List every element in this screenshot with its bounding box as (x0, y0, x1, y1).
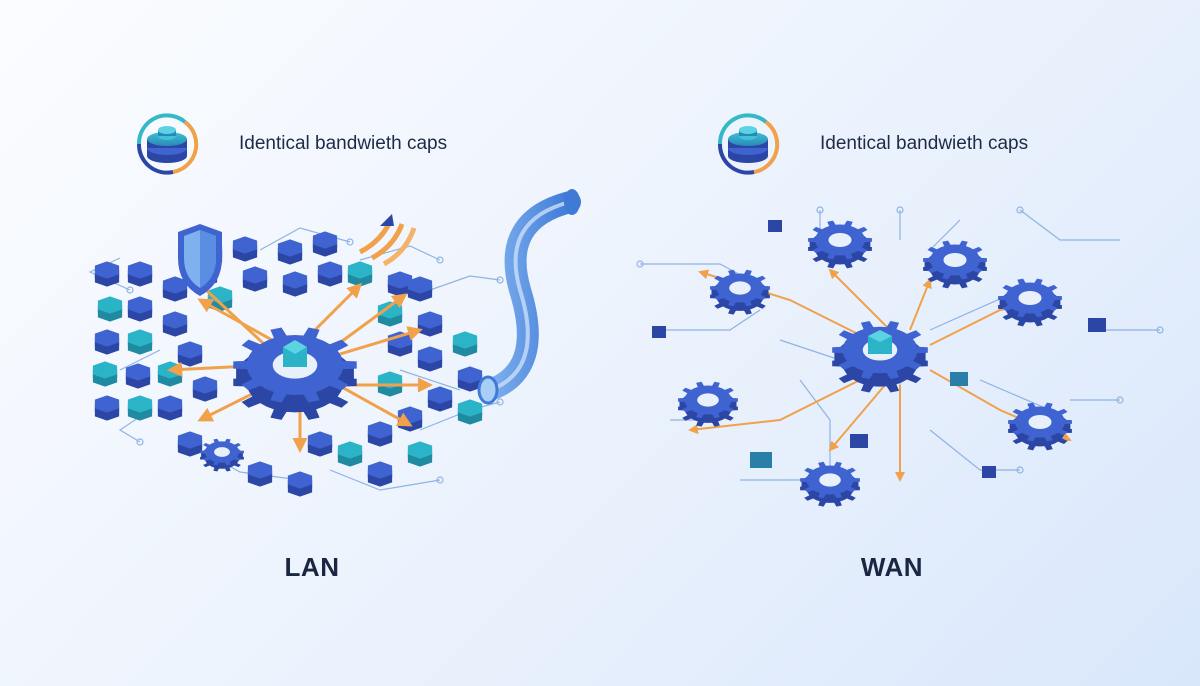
lan-hex-node (337, 441, 363, 467)
lan-hex-node (317, 261, 343, 287)
lan-small-gear (200, 438, 244, 472)
wan-gear-nodes (678, 220, 1072, 507)
lan-small-gear-body (200, 438, 244, 472)
lan-hex-node (162, 276, 188, 302)
wan-small-cubes (652, 220, 1106, 478)
lan-hex-node (282, 271, 308, 297)
lan-hex-node (387, 331, 413, 357)
wan-panel: Identical bandwieth caps (600, 0, 1200, 686)
wan-gear-node (800, 461, 860, 507)
stacked-disk-icon (135, 112, 219, 176)
lan-hex-node (407, 276, 433, 302)
lan-hex-node (452, 331, 478, 357)
lan-hex-node (367, 461, 393, 487)
lan-hex-node (162, 311, 188, 337)
wan-caption-text: Identical bandwieth caps (820, 133, 1029, 154)
lan-hex-node (127, 261, 153, 287)
lan-hex-node (94, 329, 120, 355)
fiber-cable (477, 189, 581, 405)
wan-gear-node (998, 278, 1062, 327)
lan-hex-node (92, 361, 118, 387)
speed-arrows-icon (358, 214, 417, 267)
lan-hex-node (192, 376, 218, 402)
lan-hex-node (242, 266, 268, 292)
wan-gear-node (710, 269, 770, 315)
lan-hex-node (127, 395, 153, 421)
lan-hex-node (97, 296, 123, 322)
lan-central-gear (233, 327, 357, 420)
wan-gear-node (808, 220, 872, 269)
lan-hex-node (177, 431, 203, 457)
lan-hex-node (417, 311, 443, 337)
lan-panel: Identical bandwieth caps (88, 112, 581, 582)
wan-gear-node (923, 240, 987, 289)
lan-caption-text: Identical bandwieth caps (239, 133, 448, 154)
lan-hex-node (277, 239, 303, 265)
lan-label: LAN (284, 552, 340, 582)
lan-hex-node (94, 395, 120, 421)
lan-hex-node (127, 296, 153, 322)
lan-hex-node (125, 363, 151, 389)
lan-hex-node (457, 399, 483, 425)
lan-hex-node (367, 421, 393, 447)
shield-icon (178, 224, 222, 296)
lan-hex-node (287, 471, 313, 497)
lan-hex-node (307, 431, 333, 457)
lan-hex-node (247, 461, 273, 487)
lan-central-gear-body (233, 327, 357, 420)
lan-hex-node (387, 271, 413, 297)
lan-node-grid (92, 231, 483, 497)
lan-hex-node (94, 261, 120, 287)
wan-central-cube (868, 330, 892, 354)
lan-hex-node (427, 386, 453, 412)
wan-caption: Identical bandwieth caps (716, 112, 1028, 176)
lan-hex-node (232, 236, 258, 262)
lan-caption: Identical bandwieth caps (135, 112, 447, 176)
lan-hex-node (157, 395, 183, 421)
stacked-disk-icon (716, 112, 800, 176)
lan-hex-node (177, 341, 203, 367)
lan-hex-node (157, 361, 183, 387)
wan-label: WAN (860, 552, 924, 582)
wan-illustration (636, 206, 1164, 507)
lan-hex-node (417, 346, 443, 372)
lan-hex-node (347, 261, 373, 287)
wan-gear-node (678, 381, 738, 427)
lan-hex-node (407, 441, 433, 467)
lan-illustration (88, 189, 581, 497)
lan-hex-node (312, 231, 338, 257)
lan-hex-node (457, 366, 483, 392)
lan-hex-node (127, 329, 153, 355)
wan-gear-node (1008, 402, 1072, 451)
